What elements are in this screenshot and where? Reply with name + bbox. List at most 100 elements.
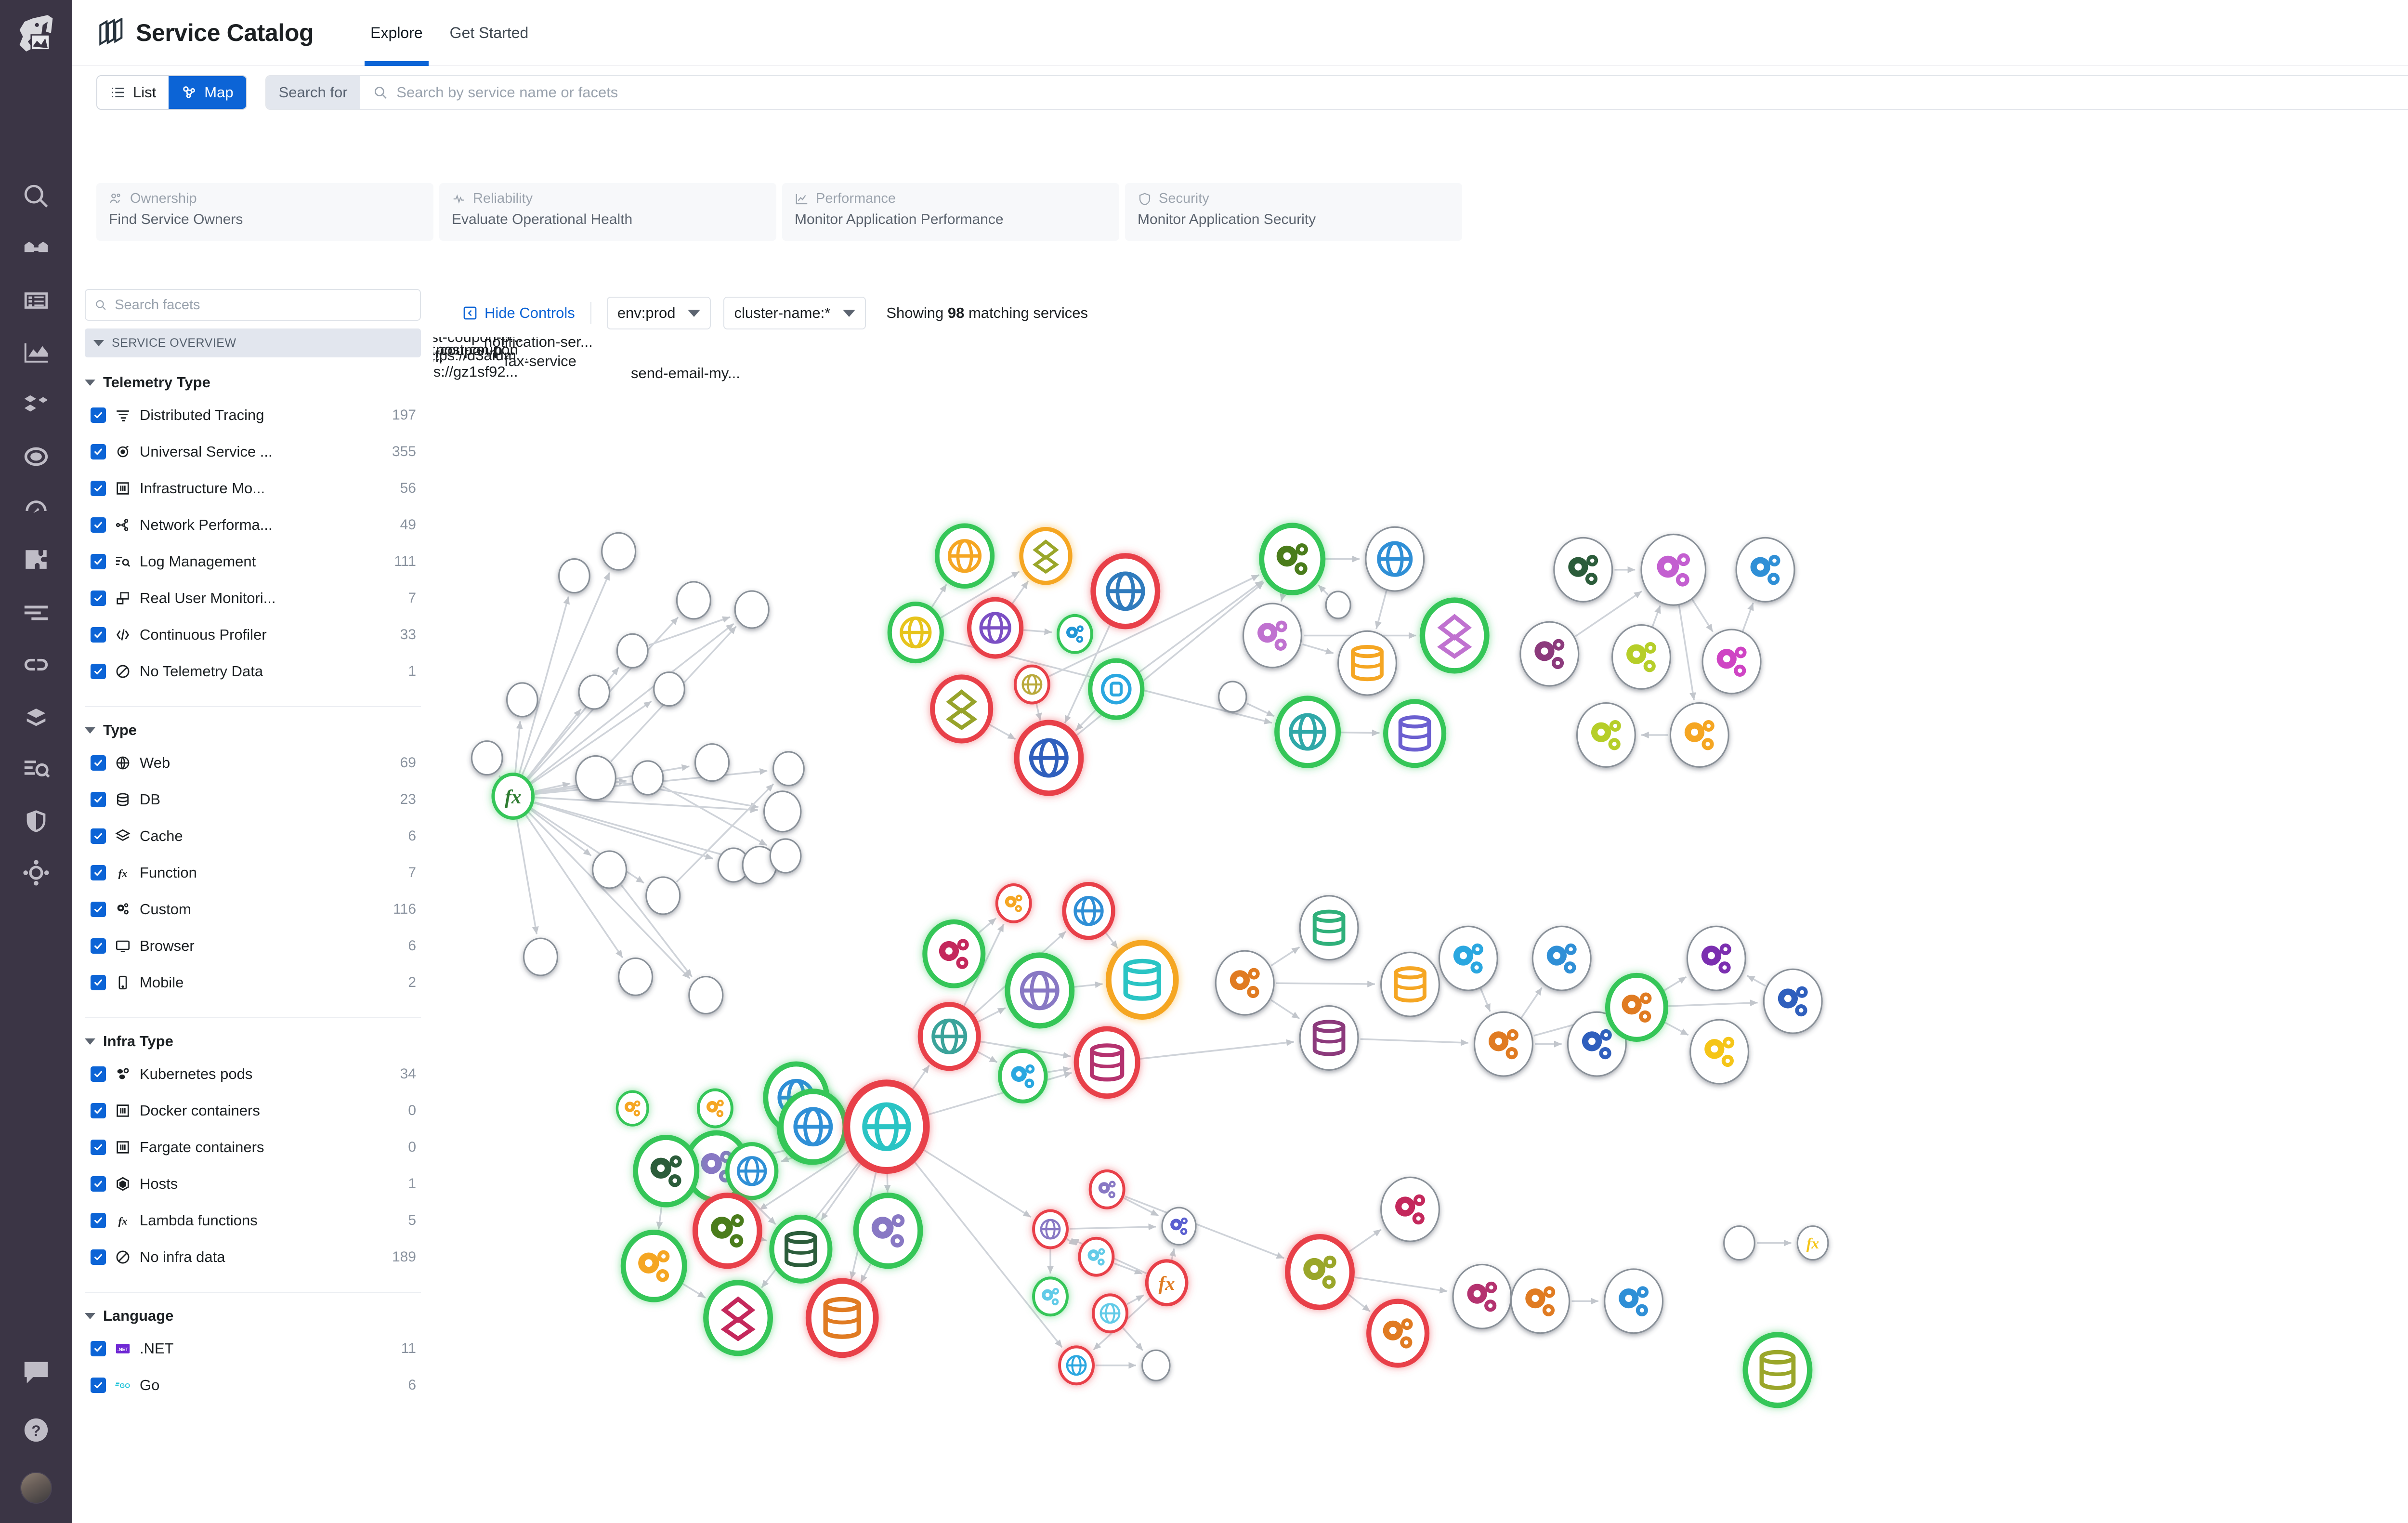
service-node-circle[interactable] [645, 876, 681, 915]
facet-search-input[interactable] [115, 297, 411, 313]
service-node[interactable] [1215, 950, 1275, 1016]
service-node-circle[interactable] [1325, 591, 1351, 619]
service-node[interactable] [1259, 523, 1326, 595]
service-node[interactable] [1611, 624, 1672, 690]
service-node[interactable] [631, 760, 664, 796]
service-node[interactable] [1092, 1293, 1128, 1334]
service-node-circle[interactable] [1145, 1259, 1189, 1307]
promo-card-reliability[interactable]: Reliability Evaluate Operational Health [439, 183, 776, 241]
service-node[interactable] [1604, 1268, 1664, 1334]
service-node-circle[interactable] [1380, 951, 1440, 1017]
service-node[interactable] [1365, 526, 1425, 592]
facet-checkbox[interactable] [91, 938, 106, 954]
service-node[interactable] [1669, 702, 1729, 768]
service-node-circle[interactable] [1337, 630, 1398, 696]
service-node[interactable] [694, 743, 730, 782]
service-node-circle[interactable] [1299, 1005, 1359, 1071]
promo-card-performance[interactable]: Performance Monitor Application Performa… [782, 183, 1119, 241]
facet-group-title[interactable]: Language [85, 1307, 421, 1325]
facet-checkbox[interactable] [91, 481, 106, 496]
database-icon[interactable] [0, 691, 72, 743]
service-node[interactable] [1689, 1019, 1750, 1085]
service-node[interactable] [1073, 1026, 1140, 1099]
service-node[interactable] [1723, 1225, 1755, 1261]
watchdog-icon[interactable] [0, 223, 72, 275]
service-node[interactable] [1032, 1276, 1069, 1317]
service-node[interactable] [930, 674, 994, 744]
service-node-circle[interactable] [1383, 699, 1447, 768]
facet-checkbox[interactable] [91, 554, 106, 569]
facet-group-title[interactable]: Infra Type [85, 1033, 421, 1050]
service-node-circle[interactable] [694, 743, 730, 782]
service-node-circle[interactable] [772, 751, 805, 787]
facet-checkbox[interactable] [91, 664, 106, 679]
apm-icon[interactable] [0, 431, 72, 483]
service-node[interactable] [696, 1088, 733, 1129]
filter-cluster-select[interactable]: cluster-name:* [723, 297, 866, 329]
service-node[interactable] [1366, 1299, 1430, 1368]
service-node[interactable] [471, 740, 503, 776]
service-node[interactable] [645, 876, 681, 915]
search-input[interactable] [396, 84, 2408, 101]
integrations-icon[interactable] [0, 535, 72, 587]
service-node[interactable] [692, 1193, 762, 1269]
service-node[interactable] [1605, 972, 1669, 1042]
facet-checkbox[interactable] [91, 444, 106, 460]
service-node-circle[interactable] [769, 838, 802, 874]
help-icon[interactable]: ? [0, 1413, 72, 1447]
service-node[interactable] [653, 671, 685, 707]
service-node[interactable] [1553, 537, 1613, 603]
service-node[interactable] [620, 1230, 687, 1302]
promo-card-security[interactable]: Security Monitor Application Security [1125, 183, 1462, 241]
service-node[interactable] [967, 597, 1024, 659]
service-node[interactable] [506, 682, 538, 718]
service-node[interactable] [922, 919, 986, 988]
service-node[interactable] [734, 590, 770, 629]
facet-checkbox[interactable] [91, 1378, 106, 1393]
service-node-circle[interactable] [506, 682, 538, 718]
service-node-circle[interactable] [578, 674, 611, 710]
digital-experience-icon[interactable] [0, 483, 72, 535]
service-node[interactable] [1531, 925, 1592, 991]
service-node[interactable] [1419, 597, 1490, 674]
service-node[interactable] [703, 1280, 773, 1356]
facet-checkbox[interactable] [91, 1176, 106, 1192]
logs-icon[interactable] [0, 587, 72, 639]
service-node[interactable] [1519, 621, 1580, 687]
service-node[interactable] [1242, 603, 1302, 669]
service-node-circle[interactable] [575, 755, 616, 801]
service-node[interactable] [1701, 629, 1762, 695]
service-node-circle[interactable] [763, 790, 802, 833]
security-icon[interactable] [0, 795, 72, 847]
service-node[interactable] [523, 937, 559, 976]
service-node[interactable] [592, 850, 628, 889]
facet-checkbox[interactable] [91, 1066, 106, 1082]
service-node-circle[interactable] [601, 532, 637, 571]
service-node[interactable] [578, 674, 611, 710]
search-for-label[interactable]: Search for [266, 76, 360, 109]
service-node[interactable] [778, 1089, 848, 1165]
service-node[interactable] [843, 1079, 930, 1174]
service-node[interactable] [1090, 553, 1161, 630]
service-node-circle[interactable] [676, 581, 711, 620]
service-node[interactable] [1088, 658, 1145, 720]
facet-checkbox[interactable] [91, 865, 106, 880]
metrics-icon[interactable] [0, 327, 72, 379]
service-node[interactable] [1062, 882, 1115, 940]
service-node-circle[interactable] [491, 773, 535, 820]
tab-get-started[interactable]: Get Started [449, 24, 529, 41]
chat-icon[interactable] [0, 1354, 72, 1388]
facet-checkbox[interactable] [91, 1249, 106, 1265]
service-node-circle[interactable] [805, 1278, 879, 1358]
service-node[interactable] [618, 957, 654, 996]
ci-visibility-icon[interactable] [0, 639, 72, 691]
service-node-circle[interactable] [523, 937, 559, 976]
